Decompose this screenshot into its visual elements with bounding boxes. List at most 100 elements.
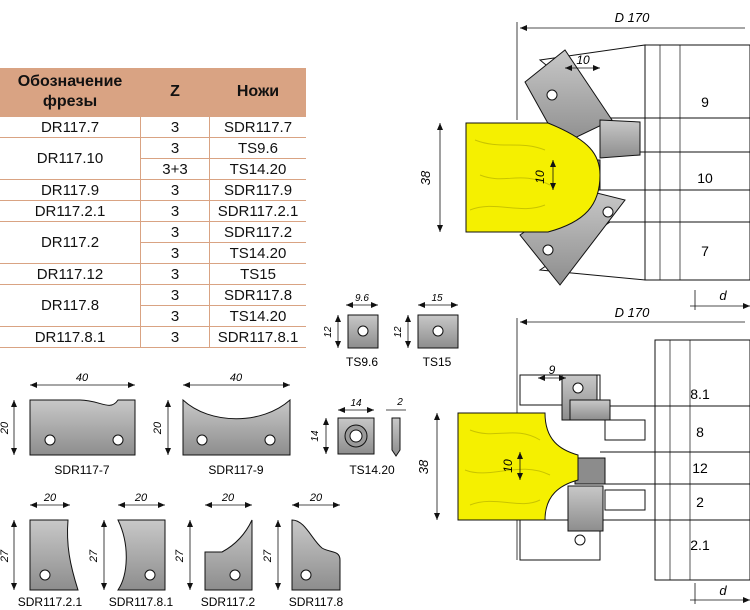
row-name: DR117.2.1 [0,200,141,222]
knife-label: SDR117.2.1 [18,595,83,609]
row-knife: TS14.20 [209,305,306,327]
dim-label: 12 [323,326,334,338]
dim-label: 27 [262,549,274,563]
row-knife: TS14.20 [209,242,306,264]
row-z: 3 [140,116,210,138]
bottom-position-label: 8 [696,424,704,440]
dim-label: 14 [310,430,321,442]
header-knives: Ножи [209,68,306,117]
row-z: 3 [140,137,210,159]
row-knife: SDR117.7 [209,116,306,138]
knife-sdr117-8-1: 20 27 SDR117.8.1 [88,492,174,609]
knife-label: SDR117.8 [289,595,344,609]
row-name: DR117.8.1 [0,326,141,348]
row-knife: SDR117.8 [209,284,306,306]
header-z: Z [140,68,210,117]
knife-label: SDR117.2 [201,595,256,609]
bottom-bore-label: d [719,583,727,598]
row-knife: SDR117.2 [209,221,306,243]
dim-label: 9.6 [355,293,369,304]
knife-ts15: 15 12 TS15 [393,293,459,369]
row-knife: TS15 [209,263,306,285]
row-z: 3 [140,305,210,327]
row-knife: TS9.6 [209,137,306,159]
row-name: DR117.12 [0,263,141,285]
bottom-diameter-label: D 170 [615,305,650,320]
row-knife: TS14.20 [209,158,306,180]
dim-label: 27 [174,549,186,563]
dim-label: 27 [88,549,100,563]
dim-label: 20 [0,421,11,435]
row-name: DR117.9 [0,179,141,201]
row-z: 3+3 [140,158,210,180]
bottom-position-label: 12 [692,460,708,476]
top-position-label: 10 [697,170,713,186]
dim-label: 12 [393,326,404,338]
dim-label: 2 [396,397,403,408]
knife-label: TS14.20 [349,463,395,477]
bottom-width-dim: 9 [549,363,556,377]
knife-label: TS15 [423,355,452,369]
row-z: 3 [140,221,210,243]
dim-label: 20 [221,492,235,504]
row-knife: SDR117.8.1 [209,326,306,348]
row-knife: SDR117.2.1 [209,200,306,222]
dim-label: 15 [431,293,443,304]
knife-label: TS9.6 [346,355,378,369]
row-name: DR117.2 [0,221,141,264]
top-position-label: 9 [701,94,709,110]
knife-ts9-6: 9.6 12 TS9.6 [323,293,379,369]
row-name: DR117.7 [0,116,141,138]
dim-label: 20 [43,492,57,504]
row-knife: SDR117.9 [209,179,306,201]
top-width-dim: 10 [576,53,590,67]
top-bore-label: d [719,288,727,303]
dim-label: 20 [152,421,164,435]
dim-label: 40 [76,372,89,384]
dim-label: 20 [134,492,148,504]
dim-label: 27 [0,549,11,563]
knife-sdr117-2-1: 20 27 SDR117.2.1 [0,492,83,609]
top-diameter-label: D 170 [615,10,650,25]
knife-ts14-20: 14 14 2 TS14.20 [310,397,406,477]
knife-sdr117-2: 20 27 SDR117.2 [174,492,256,609]
row-z: 3 [140,242,210,264]
dim-label: 14 [350,398,362,409]
knife-label: SDR117.8.1 [109,595,174,609]
bottom-position-label: 8.1 [690,386,710,402]
top-slot-dim: 10 [533,170,547,184]
bottom-position-label: 2.1 [690,537,710,553]
top-height-dim: 38 [418,170,433,185]
row-name: DR117.8 [0,284,141,327]
row-name: DR117.10 [0,137,141,180]
knife-sdr117-8: 20 27 SDR117.8 [262,492,344,609]
row-z: 3 [140,326,210,348]
bottom-position-label: 2 [696,494,704,510]
row-z: 3 [140,179,210,201]
bottom-slot-dim: 10 [501,459,515,473]
top-position-label: 7 [701,243,709,259]
bottom-cutter-assembly: D 170 38 9 10 8.1 8 12 2 2.1 [416,305,750,604]
bottom-height-dim: 38 [416,459,431,474]
row-z: 3 [140,284,210,306]
knife-sdr117-9: 40 20 SDR117-9 [152,372,291,477]
dim-label: 20 [309,492,323,504]
knife-label: SDR117-9 [208,463,263,477]
top-cutter-assembly: D 170 38 10 10 9 10 7 d [418,10,750,310]
row-z: 3 [140,263,210,285]
knife-sdr117-7: 40 20 SDR117-7 [0,372,136,477]
row-z: 3 [140,200,210,222]
knife-label: SDR117-7 [54,463,109,477]
